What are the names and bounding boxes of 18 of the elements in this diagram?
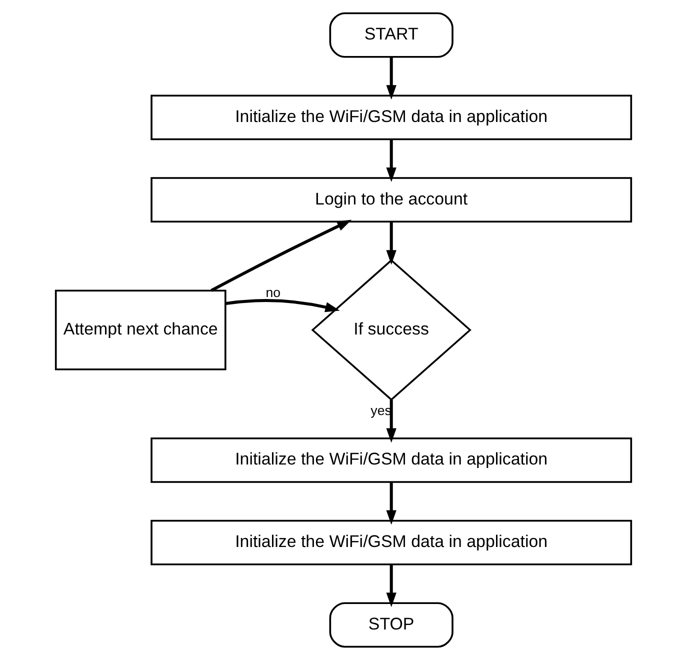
node-box: Login to the account: [150, 177, 632, 222]
edge-label: no: [266, 285, 281, 300]
edge-label: yes: [370, 403, 392, 418]
arrow: [386, 400, 396, 443]
node-box: STOP: [329, 602, 454, 648]
arrow: [386, 222, 396, 265]
node-diamond: If success: [311, 259, 472, 401]
node-box: Initialize the WiFi/GSM data in application: [150, 438, 632, 483]
arrow: [386, 140, 396, 182]
node-box: Initialize the WiFi/GSM data in application: [150, 94, 632, 140]
arrow: [386, 564, 396, 608]
node-box: Attempt next chance: [54, 290, 226, 370]
node-box: Initialize the WiFi/GSM data in application: [150, 520, 632, 566]
node-box: START: [329, 12, 454, 58]
arrow: [386, 57, 396, 100]
arrow: [226, 298, 340, 312]
arrow: [386, 482, 396, 525]
arrow: [210, 220, 352, 292]
